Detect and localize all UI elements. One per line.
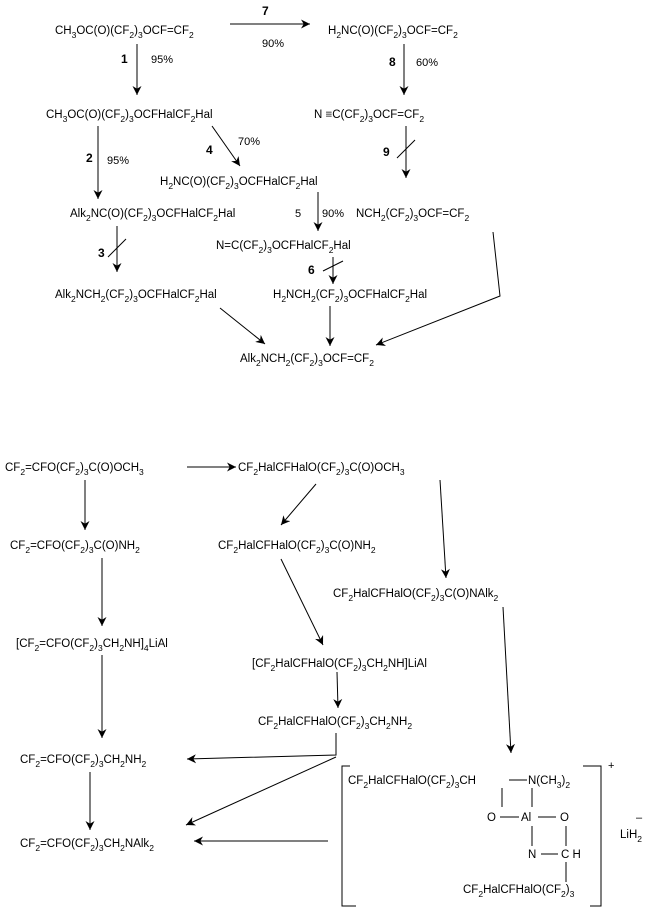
- arrow-halo-ester-to-amide: [280, 483, 317, 526]
- top-scheme: CH3OC(O)(CF2)3OCF=CF2 H2NC(O)(CF2)3OCF=C…: [46, 4, 501, 368]
- compound-vinyl-amide: CF2=CFO(CF2)3C(O)NH2: [10, 540, 140, 555]
- step-4-label: 4: [206, 143, 213, 157]
- compound-product: Alk2NCH2(CF2)3OCF=CF2: [240, 353, 374, 368]
- complex-counter-ion: LiH2: [620, 829, 642, 844]
- compound-vinyl-amine: CF2=CFO(CF2)3CH2NH2: [20, 754, 147, 769]
- compound-dialkyl-halo-amide: Alk2NC(O)(CF2)3OCFHalCF2Hal: [70, 208, 235, 223]
- compound-ester: CH3OC(O)(CF2)3OCF=CF2: [55, 25, 194, 40]
- strike-step-9: [396, 139, 416, 159]
- compound-halo-ester-b: CF2HalCFHalO(CF2)3C(O)OCH3: [238, 462, 405, 477]
- complex-bottom-chain: CF2HalCFHalO(CF2)3: [463, 884, 575, 899]
- compound-vinyl-aluminate: [CF2=CFO(CF2)3CH2NH]4LiAl: [16, 638, 168, 653]
- arrow-dialkyl-amide-to-complex: [502, 606, 516, 754]
- step-4-yield: 70%: [238, 136, 260, 148]
- complex-ch: C H: [561, 849, 581, 861]
- complex-charge-plus: +: [608, 760, 614, 772]
- arrow-to-product-right: [375, 231, 501, 346]
- strike-step-3: [107, 238, 127, 258]
- compound-halo-aluminate: [CF2HalCFHalO(CF2)3CH2NH]LiAl: [252, 658, 427, 673]
- step-1-yield: 95%: [151, 54, 173, 66]
- step-6-label: 6: [308, 263, 315, 277]
- complex-o-right: O: [560, 812, 569, 824]
- complex-top-chain: CF2HalCFHalO(CF2)3CH: [348, 775, 476, 790]
- compound-vinyl-dialkyl-amine: CF2=CFO(CF2)3CH2NAlk2: [20, 838, 154, 853]
- arrow-halo-amide-to-aluminate: [280, 558, 324, 646]
- aluminum-complex: CF2HalCFHalO(CF2)3CH N(CH3)2 O Al O N C …: [341, 760, 643, 907]
- compound-vinyl-ester: CF2=CFO(CF2)3C(O)OCH3: [5, 462, 144, 477]
- step-8-label: 8: [389, 55, 396, 69]
- complex-n-bottom: N: [528, 849, 536, 861]
- complex-bracket-left: [341, 765, 356, 907]
- compound-halo-dialkyl-amide: CF2HalCFHalO(CF2)3C(O)NAlk2: [333, 588, 499, 603]
- step-9-label: 9: [383, 145, 390, 159]
- arrow-halo-amine-to-dialkyl-amine: [185, 756, 337, 826]
- compound-halo-amine-b: CF2HalCFHalO(CF2)3CH2NH2: [258, 716, 412, 731]
- compound-halo-ester: CH3OC(O)(CF2)3OCFHalCF2Hal: [46, 109, 213, 124]
- step-7-label: 7: [262, 4, 269, 18]
- arrow-halo-ester-to-dialkyl-amide: [439, 479, 450, 579]
- step-5-label: 5: [295, 208, 301, 220]
- compound-halo-amide: H2NC(O)(CF2)3OCFHalCF2Hal: [160, 176, 318, 191]
- compound-dialkyl-halo-amine: Alk2NCH2(CF2)3OCFHalCF2Hal: [55, 289, 217, 304]
- compound-halo-amine: H2NCH2(CF2)3OCFHalCF2Hal: [273, 289, 427, 304]
- arrow-step-4: [211, 125, 241, 167]
- compound-halo-nitrile: N=C(CF2)3OCFHalCF2Hal: [216, 240, 351, 255]
- arrow-halo-aluminate-to-amine: [333, 671, 343, 709]
- step-2-yield: 95%: [107, 155, 129, 167]
- complex-charge-minus: –: [636, 812, 643, 824]
- strike-step-6: [322, 260, 344, 272]
- arrow-halo-amine-to-vinyl-amine: [186, 733, 337, 764]
- step-8-yield: 60%: [416, 57, 438, 69]
- arrow-to-product-left: [219, 307, 266, 345]
- complex-al: Al: [521, 812, 531, 824]
- complex-bracket-right: [583, 765, 602, 907]
- complex-o-left: O: [487, 812, 496, 824]
- step-5-yield: 90%: [322, 208, 344, 220]
- compound-halo-amide-b: CF2HalCFHalO(CF2)3C(O)NH2: [218, 540, 376, 555]
- step-2-label: 2: [86, 151, 93, 165]
- compound-amide: H2NC(O)(CF2)3OCF=CF2: [328, 25, 458, 40]
- step-7-yield: 90%: [262, 38, 284, 50]
- step-3-label: 3: [98, 246, 105, 260]
- step-1-label: 1: [121, 52, 128, 66]
- complex-top-n: N(CH3)2: [528, 775, 570, 790]
- compound-nitrile: N ≡C(CF2)3OCF=CF2: [314, 109, 424, 124]
- compound-amine: NCH2(CF2)3OCF=CF2: [356, 208, 469, 223]
- bottom-scheme: CF2=CFO(CF2)3C(O)OCH3 CF2HalCFHalO(CF2)3…: [5, 462, 643, 907]
